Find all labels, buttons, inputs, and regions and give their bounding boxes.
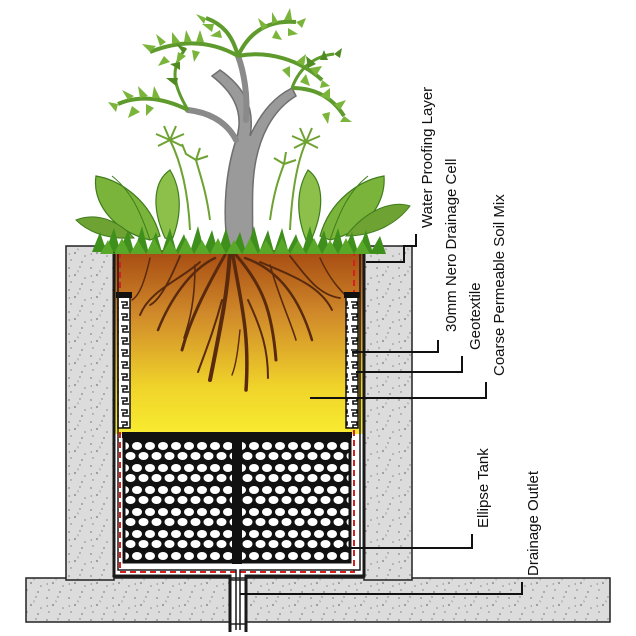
leader-drainage-outlet (240, 582, 523, 595)
tree-trunk (210, 69, 297, 251)
palm-canopy (108, 8, 352, 124)
label-ellipse-tank: Ellipse Tank (475, 448, 492, 528)
concrete-structure (25, 245, 611, 625)
tank-top-bar (122, 432, 352, 438)
waterproofing-liner (112, 248, 366, 632)
label-soil-mix: Coarse Permeable Soil Mix (491, 194, 508, 376)
left-concrete-wall (65, 245, 115, 581)
leader-ellipse-tank (340, 534, 473, 549)
label-drainage-outlet: Drainage Outlet (525, 470, 542, 576)
label-drainage-cell: 30mm Nero Drainage Cell (443, 159, 460, 332)
leader-soil-mix (310, 382, 487, 399)
tree (185, 53, 297, 251)
waterproofing-liner-inner (117, 250, 361, 630)
grass-band (92, 226, 386, 254)
label-waterproofing: Water Proofing Layer (419, 87, 436, 228)
leader-waterproofing (366, 234, 417, 263)
right-concrete-wall (363, 245, 413, 581)
leader-drainage-cell (352, 340, 439, 353)
leader-lines (240, 234, 523, 595)
tank-divider (232, 434, 242, 564)
label-geotextile: Geotextile (467, 282, 484, 350)
ellipse-tank (122, 432, 352, 564)
broad-leaves (75, 169, 411, 241)
drainage-cells (116, 292, 360, 429)
left-cell-cap (116, 292, 132, 298)
small-palms (155, 125, 321, 231)
plant-roots (131, 248, 351, 392)
concrete-slab (25, 577, 611, 623)
labels: Water Proofing Layer 30mm Nero Drainage … (419, 87, 542, 576)
outlet-channel (229, 579, 247, 625)
right-drainage-cell (345, 295, 359, 429)
right-cell-cap (344, 292, 360, 298)
left-drainage-cell (117, 295, 131, 429)
ellipse-tank-left (122, 434, 236, 564)
ellipse-tank-right (238, 434, 352, 564)
leader-geotextile (356, 356, 463, 373)
